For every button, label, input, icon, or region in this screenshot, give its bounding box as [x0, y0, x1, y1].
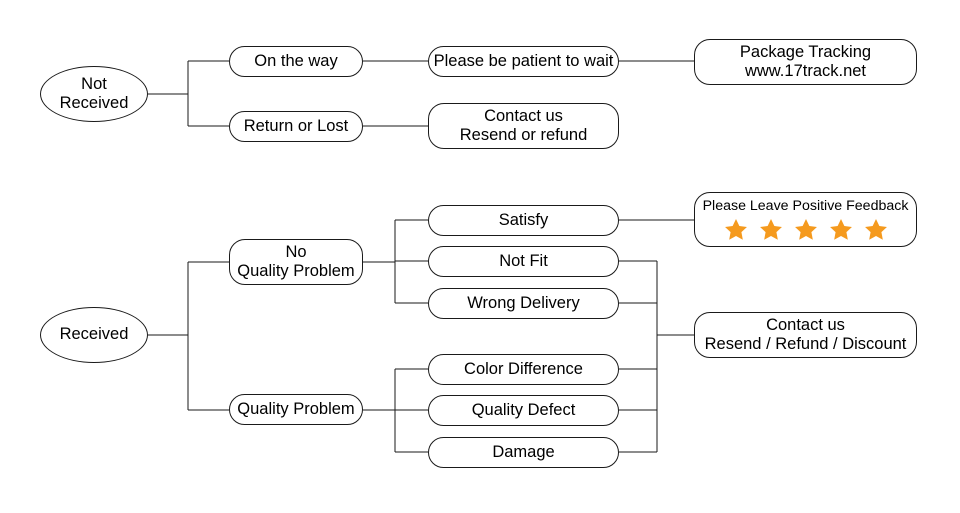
node-not-received-label-line1: Not — [81, 74, 107, 93]
node-return-or-lost[interactable]: Return or Lost — [229, 111, 363, 142]
node-contact-us-discount-line1: Contact us — [766, 315, 845, 334]
node-not-received[interactable]: Not Received — [40, 66, 148, 122]
node-quality-problem-label: Quality Problem — [237, 399, 355, 418]
node-wrong-delivery[interactable]: Wrong Delivery — [428, 288, 619, 319]
node-color-difference[interactable]: Color Difference — [428, 354, 619, 385]
node-contact-us-discount-line2: Resend / Refund / Discount — [704, 335, 907, 353]
node-on-the-way-label: On the way — [254, 51, 338, 70]
node-please-be-patient-to-wait[interactable]: Please be patient to wait — [428, 46, 619, 77]
node-not-received-label-line2: Received — [59, 94, 129, 112]
node-return-or-lost-label: Return or Lost — [243, 116, 349, 135]
node-contact-us-resend-refund-discount[interactable]: Contact us Resend / Refund / Discount — [694, 312, 917, 358]
node-package-tracking-line1: Package Tracking — [739, 42, 872, 61]
node-quality-defect-label: Quality Defect — [471, 400, 576, 419]
node-positive-feedback[interactable]: Please Leave Positive Feedback — [694, 192, 917, 247]
node-received-label: Received — [59, 325, 129, 344]
star-rating[interactable] — [723, 217, 889, 243]
node-not-fit-label: Not Fit — [499, 251, 548, 270]
node-received[interactable]: Received — [40, 307, 148, 363]
node-satisfy[interactable]: Satisfy — [428, 205, 619, 236]
node-satisfy-label: Satisfy — [498, 210, 549, 229]
star-icon[interactable] — [723, 217, 749, 243]
node-positive-feedback-label: Please Leave Positive Feedback — [702, 198, 909, 214]
node-no-quality-problem[interactable]: No Quality Problem — [229, 239, 363, 285]
node-package-tracking[interactable]: Package Tracking www.17track.net — [694, 39, 917, 85]
node-on-the-way[interactable]: On the way — [229, 46, 363, 77]
node-package-tracking-url: www.17track.net — [744, 62, 867, 80]
node-not-fit[interactable]: Not Fit — [428, 246, 619, 277]
node-please-be-patient-label: Please be patient to wait — [433, 51, 614, 70]
star-icon[interactable] — [758, 217, 784, 243]
node-quality-defect[interactable]: Quality Defect — [428, 395, 619, 426]
node-damage-label: Damage — [492, 442, 555, 461]
node-wrong-delivery-label: Wrong Delivery — [467, 293, 580, 312]
star-icon[interactable] — [828, 217, 854, 243]
node-contact-us-resend-refund[interactable]: Contact us Resend or refund — [428, 103, 619, 149]
node-no-quality-problem-line2: Quality Problem — [237, 262, 355, 280]
node-quality-problem[interactable]: Quality Problem — [229, 394, 363, 425]
star-icon[interactable] — [863, 217, 889, 243]
node-contact-us-resend-refund-line1: Contact us — [484, 106, 563, 125]
node-no-quality-problem-line1: No — [285, 242, 307, 261]
star-icon[interactable] — [793, 217, 819, 243]
node-damage[interactable]: Damage — [428, 437, 619, 468]
node-contact-us-resend-refund-line2: Resend or refund — [459, 126, 588, 144]
node-color-difference-label: Color Difference — [464, 359, 583, 378]
